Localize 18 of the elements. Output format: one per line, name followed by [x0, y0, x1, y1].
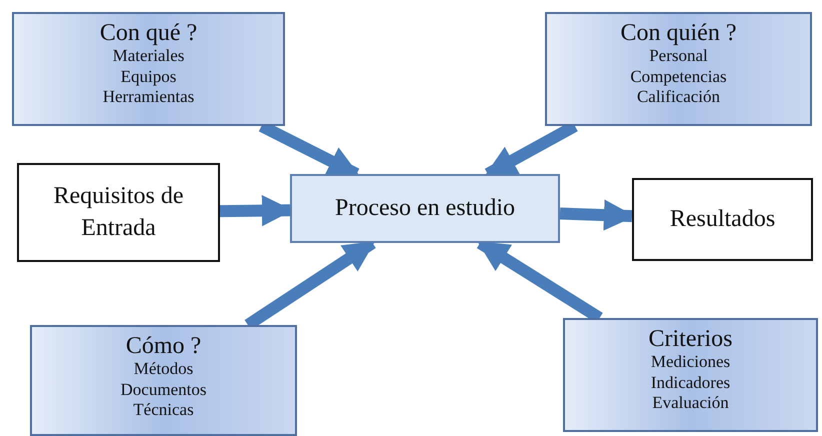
- box-heading: Criterios: [648, 326, 732, 352]
- info-box: [563, 318, 818, 432]
- box-heading: Con quién ?: [620, 20, 736, 46]
- box-heading: Cómo ?: [126, 333, 202, 360]
- item-list: Materiales Equipos Herramientas: [102, 46, 194, 108]
- info-box: [12, 12, 285, 126]
- process-box: [290, 174, 560, 243]
- box-label: Resultados: [670, 204, 776, 234]
- text-box: [17, 163, 220, 262]
- box-label: Requisitos de Entrada: [52, 182, 184, 242]
- item-list: Mediciones Indicadores Evaluación: [650, 352, 730, 414]
- text-box: [632, 178, 813, 261]
- box-label: Proceso en estudio: [335, 194, 515, 223]
- box-heading: Con qué ?: [100, 20, 198, 46]
- info-box: [545, 12, 812, 126]
- info-box: [30, 325, 297, 436]
- item-list: Personal Competencias Calificación: [630, 46, 727, 108]
- item-list: Métodos Documentos Técnicas: [120, 359, 206, 421]
